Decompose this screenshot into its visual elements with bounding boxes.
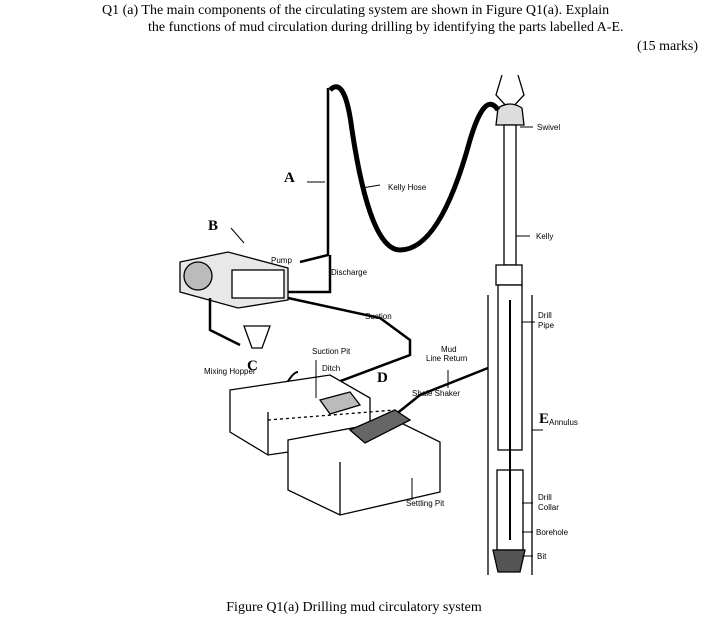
label-drill-pipe-1: Drill bbox=[538, 311, 552, 320]
mud-return-line bbox=[394, 366, 489, 416]
shale-shaker bbox=[348, 409, 412, 444]
label-drill-collar-1: Drill bbox=[538, 493, 552, 502]
part-label-b: B bbox=[208, 218, 218, 234]
part-label-a: A bbox=[284, 170, 295, 186]
label-discharge: Discharge bbox=[331, 268, 368, 277]
rotary-table bbox=[495, 264, 523, 286]
label-ditch: Ditch bbox=[322, 364, 340, 373]
question-marks: (15 marks) bbox=[636, 39, 698, 54]
label-annulus: Annulus bbox=[549, 418, 578, 427]
figure-caption: Figure Q1(a) Drilling mud circulatory sy… bbox=[226, 600, 482, 615]
ditch bbox=[318, 391, 362, 415]
label-drill-pipe-2: Pipe bbox=[538, 321, 555, 330]
swivel-body bbox=[495, 103, 525, 126]
label-mud-line-return-1: Mud bbox=[441, 345, 457, 354]
label-drill-collar-2: Collar bbox=[538, 503, 559, 512]
label-mixing-hopper: Mixing Hopper bbox=[204, 367, 256, 376]
kelly-hose bbox=[328, 84, 501, 253]
hopper-pipe bbox=[208, 298, 241, 347]
part-label-d: D bbox=[377, 370, 388, 386]
label-settling-pit: Settling Pit bbox=[406, 499, 445, 508]
bit bbox=[492, 549, 526, 573]
question-text-line2: the functions of mud circulation during … bbox=[148, 20, 624, 35]
label-swivel: Swivel bbox=[537, 123, 560, 132]
label-suction-pit: Suction Pit bbox=[312, 347, 351, 356]
part-label-e: E bbox=[539, 411, 549, 427]
label-pump: Pump bbox=[271, 256, 292, 265]
mixing-hopper bbox=[243, 325, 271, 349]
label-shale-shaker: Shale Shaker bbox=[412, 389, 460, 398]
label-kelly: Kelly bbox=[536, 232, 553, 241]
kelly bbox=[503, 124, 517, 266]
label-suction: Suction bbox=[365, 312, 392, 321]
label-borehole: Borehole bbox=[536, 528, 569, 537]
pump bbox=[179, 251, 289, 309]
label-bit: Bit bbox=[537, 552, 547, 561]
label-kelly-hose: Kelly Hose bbox=[388, 183, 427, 192]
question-text-line1: Q1 (a) The main components of the circul… bbox=[102, 3, 610, 18]
label-mud-line-return-2: Line Return bbox=[426, 354, 467, 363]
standpipe bbox=[299, 88, 330, 264]
discharge-line bbox=[288, 255, 332, 294]
part-label-c: C bbox=[247, 358, 258, 374]
